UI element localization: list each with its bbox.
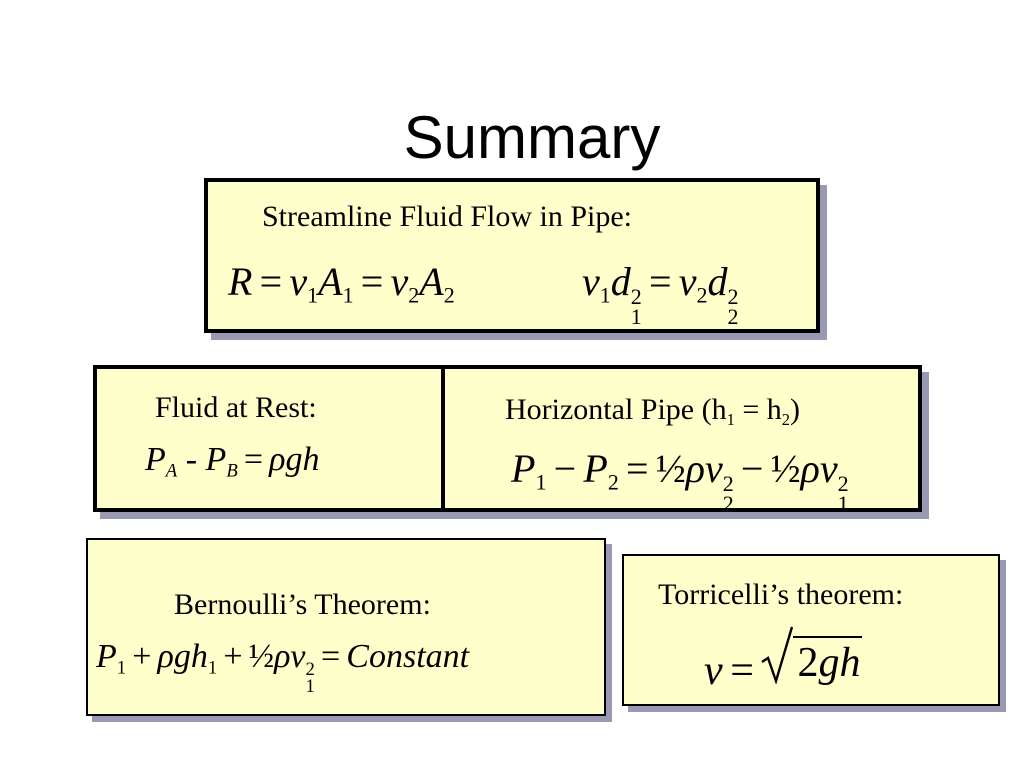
square-root-sign xyxy=(761,626,794,684)
streamline-flow-label: Streamline Fluid Flow in Pipe: xyxy=(262,200,633,233)
page-title: Summary xyxy=(403,104,661,171)
fluid-at-rest-box: Fluid at Rest: PA - PB=ρgh xyxy=(93,365,445,512)
fluid-at-rest-label: Fluid at Rest: xyxy=(155,391,317,424)
pressure-difference-equation: PA - PB=ρgh xyxy=(145,441,320,482)
bernoulli-label: Bernoulli’s Theorem: xyxy=(174,588,431,621)
flow-rate-equation: R=v1A1=v2A2 xyxy=(228,259,455,308)
streamline-flow-box: Streamline Fluid Flow in Pipe: R=v1A1=v2… xyxy=(204,178,820,333)
horizontal-pipe-label: Horizontal Pipe (h1 = h2) xyxy=(505,393,801,429)
torricelli-equation: v=2gh xyxy=(704,626,863,692)
torricelli-box: Torricelli’s theorem: v=2gh xyxy=(622,554,1000,706)
torricelli-label: Torricelli’s theorem: xyxy=(658,578,904,611)
